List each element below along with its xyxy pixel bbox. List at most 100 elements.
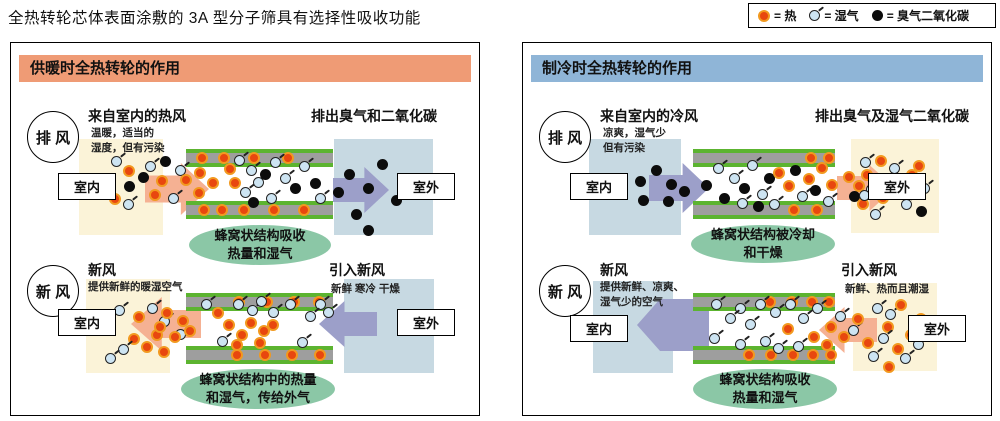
- heat-dot: [314, 349, 326, 361]
- heat-dot: [786, 296, 798, 308]
- heat-dot: [233, 296, 245, 308]
- heat-dot: [825, 349, 837, 361]
- odor-dot: [290, 183, 301, 194]
- indoor-label-box: 室内: [58, 173, 116, 200]
- outdoor-subtitle: 新鲜、热而且潮湿: [845, 283, 929, 295]
- fresh-badge-label: 新 风: [547, 283, 583, 301]
- outdoor-label-box: 室外: [908, 315, 966, 342]
- moisture-dot: [798, 313, 809, 324]
- fresh-badge: 新 风: [27, 265, 79, 317]
- outdoor-title: 排出臭气及湿气二氧化碳: [815, 108, 969, 124]
- outdoor-label: 室外: [883, 180, 910, 195]
- heat-dot: [288, 296, 300, 308]
- heat-dot: [267, 319, 279, 331]
- rotor-bar: [186, 149, 333, 167]
- indoor-label: 室内: [73, 180, 100, 195]
- heat-dot: [806, 296, 818, 308]
- heating-panel: 供暖时全热转轮的作用 蜂窝状结构吸收 热量和湿气 排 风 来自室内的热风 温暖，…: [10, 42, 480, 416]
- row-title: 新风: [88, 262, 116, 278]
- odor-dot-icon: [871, 10, 883, 21]
- exhaust-badge-label: 排 风: [547, 129, 583, 147]
- rotor-bar: [693, 149, 835, 167]
- fresh-badge-label: 新 风: [35, 283, 71, 301]
- legend-moisture-label: = 湿气: [824, 9, 859, 23]
- outdoor-label: 室外: [412, 180, 439, 195]
- heat-dot: [823, 152, 835, 164]
- legend-heat-label: = 热: [774, 9, 797, 23]
- legend-item-heat: = 热: [758, 7, 796, 24]
- heat-dot: [258, 325, 270, 337]
- indoor-label: 室内: [585, 322, 612, 337]
- odor-dot: [260, 169, 271, 180]
- heat-dot: [231, 349, 243, 361]
- indoor-label-box: 室内: [570, 173, 628, 200]
- moisture-dot: [729, 173, 740, 184]
- heat-dot: [259, 349, 271, 361]
- rotor-bar: [693, 293, 835, 311]
- heat-dot: [207, 177, 219, 189]
- rotor-bar: [186, 201, 333, 219]
- heat-dot: [811, 204, 823, 216]
- note-ellipse: 蜂窝状结构中的热量 和湿气，传给外气: [181, 369, 335, 409]
- heat-dot: [743, 349, 755, 361]
- rotor-bar: [693, 346, 837, 364]
- heat-dot: [216, 204, 228, 216]
- cooling-panel-header: 制冷时全热转轮的作用: [531, 55, 983, 82]
- note-ellipse: 蜂窝状结构吸收 热量和湿气: [693, 369, 837, 409]
- heat-dot: [198, 204, 210, 216]
- heat-dot: [236, 329, 248, 341]
- page-title: 全热转轮芯体表面涂敷的 3A 型分子筛具有选择性吸收功能: [8, 10, 421, 27]
- heat-dot: [808, 331, 820, 343]
- row-subtitle: 温暖，适当的 湿度，但有污染: [91, 127, 165, 154]
- heat-dot: [229, 177, 241, 189]
- outdoor-title: 排出臭气和二氧化碳: [311, 108, 437, 124]
- legend-item-moisture: = 湿气: [809, 7, 859, 24]
- indoor-label-box: 室内: [58, 309, 116, 336]
- heat-dot: [298, 204, 310, 216]
- moisture-dot: [280, 173, 291, 184]
- fresh-badge: 新 风: [539, 265, 591, 317]
- note-ellipse: 蜂窝状结构被冷却 和干燥: [691, 225, 835, 263]
- heat-dot: [783, 180, 795, 192]
- moisture-dot-icon: [809, 10, 821, 21]
- odor-dot: [739, 183, 750, 194]
- odor-dot: [310, 178, 321, 189]
- rotor-bar: [186, 346, 333, 364]
- heat-dot: [807, 349, 819, 361]
- heat-dot: [823, 296, 835, 308]
- odor-dot: [810, 185, 821, 196]
- heating-panel-header: 供暖时全热转轮的作用: [19, 55, 471, 82]
- heat-dot: [238, 204, 250, 216]
- odor-dot: [764, 173, 775, 184]
- outdoor-title: 引入新风: [841, 262, 897, 278]
- note-ellipse: 蜂窝状结构吸收 热量和湿气: [189, 225, 331, 265]
- exhaust-badge-label: 排 风: [35, 129, 71, 147]
- heat-dot: [764, 296, 776, 308]
- row-title: 新风: [600, 262, 628, 278]
- heat-dot: [765, 349, 777, 361]
- moisture-dot: [305, 311, 316, 322]
- heat-dot: [223, 319, 235, 331]
- heat-dot: [282, 152, 294, 164]
- outdoor-title: 引入新风: [329, 262, 385, 278]
- row-title: 来自室内的热风: [88, 108, 186, 124]
- heat-dot: [773, 167, 785, 179]
- legend-item-odor: = 臭气二氧化碳: [871, 7, 970, 24]
- rotor-bar: [186, 293, 333, 311]
- heat-dot: [313, 296, 325, 308]
- legend-odor-label: = 臭气二氧化碳: [886, 9, 970, 23]
- heat-dot: [803, 173, 815, 185]
- heat-dot: [286, 349, 298, 361]
- outdoor-label-box: 室外: [397, 309, 455, 336]
- row-title: 来自室内的冷风: [600, 108, 698, 124]
- heat-dot: [782, 323, 794, 335]
- heat-dot: [788, 204, 800, 216]
- moisture-dot: [253, 177, 264, 188]
- heat-dot: [248, 152, 260, 164]
- heat-dot: [805, 152, 817, 164]
- heat-dot: [196, 152, 208, 164]
- heat-dot: [218, 152, 230, 164]
- rotor-bar: [693, 201, 835, 219]
- indoor-label: 室内: [585, 180, 612, 195]
